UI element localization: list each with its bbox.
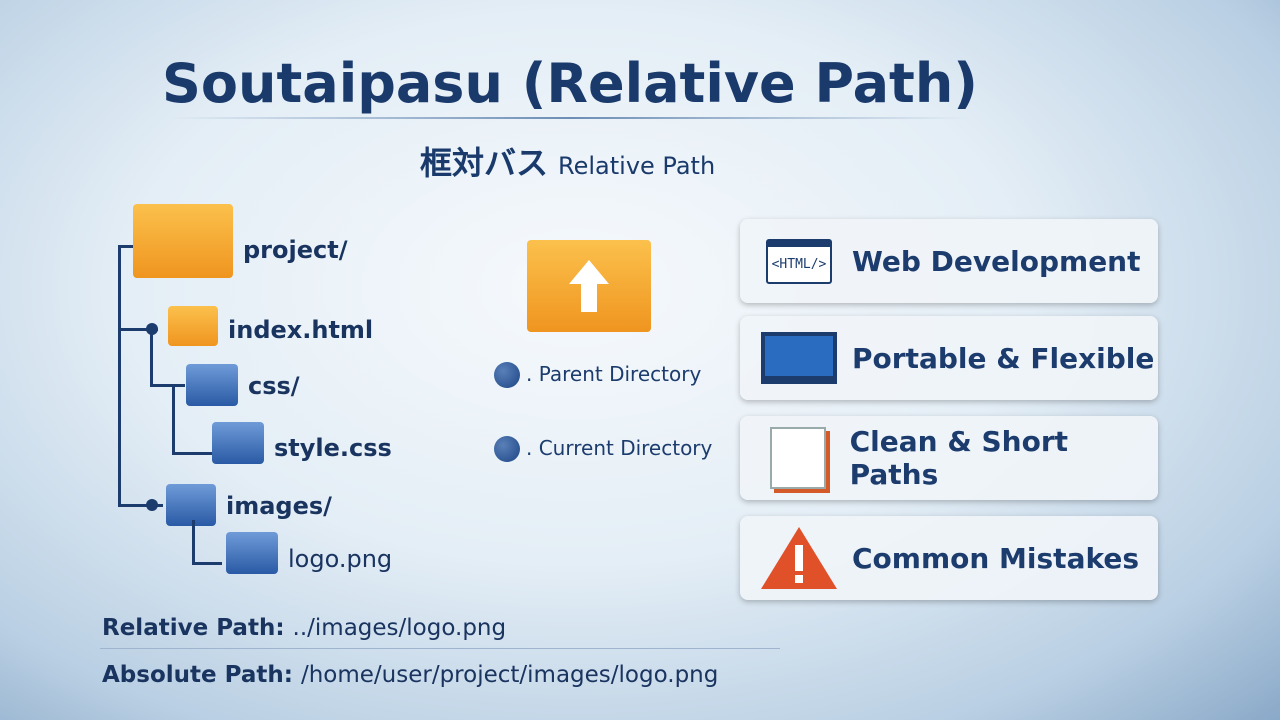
legend-parent: . Parent Directory bbox=[526, 362, 702, 386]
folder-icon bbox=[166, 484, 216, 526]
tree-node-dot bbox=[146, 323, 158, 335]
card-web-development[interactable]: <HTML/> Web Development bbox=[740, 219, 1158, 303]
legend-current: . Current Directory bbox=[526, 436, 713, 460]
tree-index[interactable]: index.html bbox=[228, 316, 374, 344]
card-common-mistakes[interactable]: Common Mistakes bbox=[740, 516, 1158, 600]
tree-line bbox=[118, 245, 121, 507]
html-icon-text: <HTML/> bbox=[765, 238, 833, 284]
tree-line bbox=[150, 330, 153, 385]
card-label: Portable & Flexible bbox=[852, 341, 1155, 375]
page-title: Soutaipasu (Relative Path) bbox=[162, 52, 978, 115]
card-label: Web Development bbox=[852, 244, 1141, 278]
folder-icon bbox=[186, 364, 238, 406]
subtitle-jp: 框対バス bbox=[420, 144, 549, 182]
subtitle: 框対バス Relative Path bbox=[420, 138, 715, 184]
tree-line bbox=[118, 328, 158, 331]
card-label: Common Mistakes bbox=[852, 541, 1139, 575]
card-portable[interactable]: Portable & Flexible bbox=[740, 316, 1158, 400]
divider bbox=[100, 648, 780, 649]
parent-folder-icon bbox=[527, 240, 651, 332]
relative-path-label: Relative Path: bbox=[102, 615, 285, 641]
relative-path-value: ../images/logo.png bbox=[292, 615, 507, 641]
tree-css[interactable]: css/ bbox=[248, 372, 300, 400]
relative-path: Relative Path: ../images/logo.png bbox=[102, 615, 506, 641]
html-window-icon: <HTML/> bbox=[754, 226, 844, 296]
file-icon bbox=[212, 422, 264, 464]
tree-line bbox=[172, 452, 212, 455]
tree-root[interactable]: project/ bbox=[243, 236, 348, 264]
bullet-icon bbox=[494, 436, 520, 462]
tree-line bbox=[192, 520, 195, 564]
title-divider bbox=[170, 117, 970, 119]
card-clean-paths[interactable]: Clean & Short Paths bbox=[740, 416, 1158, 500]
absolute-path-label: Absolute Path: bbox=[102, 662, 293, 688]
tree-node-dot bbox=[146, 499, 158, 511]
laptop-icon bbox=[754, 323, 844, 393]
absolute-path: Absolute Path: /home/user/project/images… bbox=[102, 662, 718, 688]
tree-logo[interactable]: logo.png bbox=[288, 545, 393, 573]
tree-line bbox=[172, 384, 175, 454]
file-icon bbox=[168, 306, 218, 346]
subtitle-en: Relative Path bbox=[558, 152, 716, 180]
image-file-icon bbox=[226, 532, 278, 574]
absolute-path-value: /home/user/project/images/logo.png bbox=[300, 662, 719, 688]
tree-style[interactable]: style.css bbox=[274, 434, 392, 462]
tree-line bbox=[150, 384, 185, 387]
card-label: Clean & Short Paths bbox=[849, 425, 1069, 491]
tree-line bbox=[118, 504, 163, 507]
tree-line bbox=[118, 245, 134, 248]
tree-line bbox=[192, 562, 222, 565]
tree-images[interactable]: images/ bbox=[226, 492, 332, 520]
folder-icon bbox=[133, 204, 233, 278]
up-arrow-icon bbox=[569, 260, 609, 312]
document-icon bbox=[754, 423, 842, 493]
warning-icon bbox=[754, 523, 844, 593]
bullet-icon bbox=[494, 362, 520, 388]
